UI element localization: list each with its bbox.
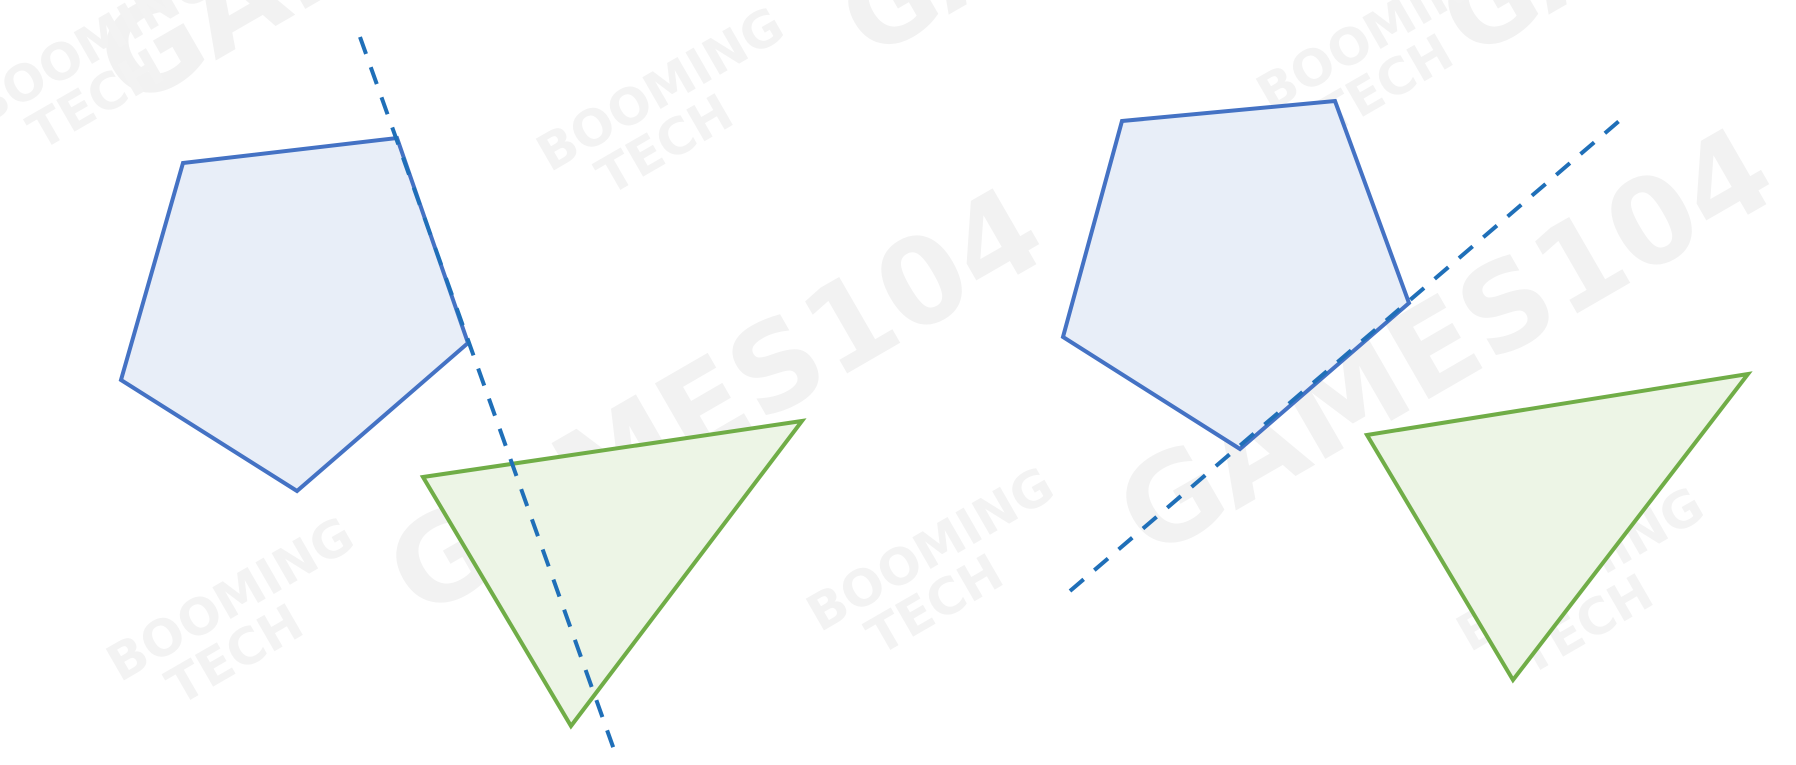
- left-pentagon-shape: [118, 135, 471, 494]
- left-triangle-shape: [419, 418, 807, 730]
- right-pentagon-shape: [1060, 98, 1412, 452]
- left-panel: [118, 36, 807, 759]
- right-dashed-separating-line: [1068, 114, 1627, 593]
- right-panel: [1060, 98, 1753, 684]
- watermark-small-3: BOOMING TECH: [797, 456, 1064, 667]
- watermark-large-5: GAMES104: [1419, 0, 1796, 83]
- watermark-small-1: BOOMING TECH: [527, 0, 794, 206]
- watermark-small-2: BOOMING TECH: [97, 506, 364, 717]
- right-triangle-shape: [1363, 371, 1753, 684]
